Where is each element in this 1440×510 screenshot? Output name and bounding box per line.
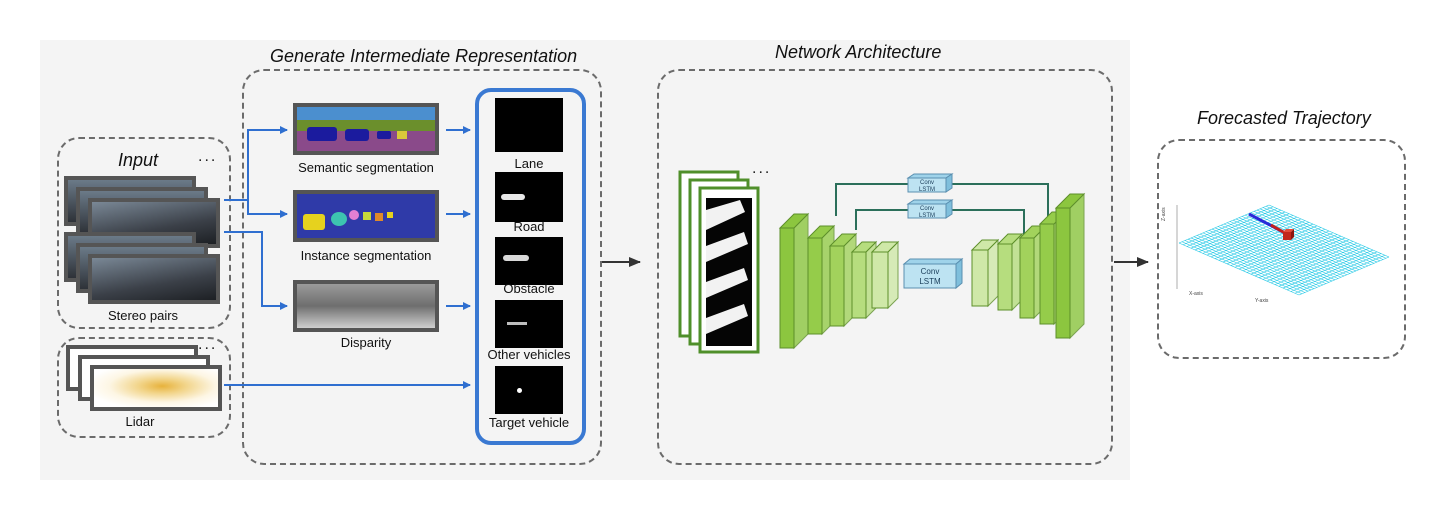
target-vehicle-label: Target vehicle bbox=[488, 415, 570, 430]
convlstm-top-line2: LSTM bbox=[919, 187, 935, 193]
channel-stack bbox=[475, 88, 586, 445]
obstacle-label: Obstacle bbox=[503, 281, 555, 296]
input-ellipsis: ... bbox=[198, 148, 218, 165]
instance-segmentation-image bbox=[293, 190, 439, 242]
skip-mid-right bbox=[948, 209, 1025, 236]
convlstm-mid-line2: LSTM bbox=[919, 213, 935, 219]
lidar-label: Lidar bbox=[125, 414, 155, 429]
other-vehicles-thumb bbox=[495, 300, 563, 348]
lidar-image-3 bbox=[90, 365, 222, 411]
plot-axes: Z-axis X-axis Y-axis bbox=[1161, 205, 1269, 304]
forecast-group bbox=[1157, 139, 1406, 359]
convlstm-mid: Conv LSTM bbox=[906, 199, 954, 219]
input-title: Input bbox=[118, 150, 159, 170]
semantic-segmentation-label: Semantic segmentation bbox=[298, 160, 434, 175]
lidar-group bbox=[57, 337, 231, 438]
network-layer-10 bbox=[1054, 192, 1086, 340]
lidar-ellipsis: ... bbox=[198, 336, 218, 353]
input-frame-stack bbox=[678, 170, 760, 354]
z-axis-label: Z-axis bbox=[1161, 207, 1167, 221]
skip-top-left bbox=[835, 183, 908, 216]
target-vehicle-thumb bbox=[495, 366, 563, 414]
intermediate-group bbox=[242, 69, 602, 465]
disparity-label: Disparity bbox=[340, 335, 392, 350]
stereo-image-2c bbox=[88, 254, 220, 304]
convlstm-center-line1: Conv bbox=[921, 267, 940, 276]
convlstm-center: Conv LSTM bbox=[902, 257, 964, 290]
network-layer-6 bbox=[970, 238, 1000, 308]
other-vehicles-label: Other vehicles bbox=[487, 347, 571, 362]
skip-top-right bbox=[948, 183, 1049, 228]
road-thumb bbox=[495, 172, 563, 222]
skip-connections bbox=[835, 183, 1049, 236]
convlstm-center-line2: LSTM bbox=[919, 277, 941, 286]
trajectory-plot: Z-axis X-axis Y-axis bbox=[1161, 204, 1390, 304]
convlstm-top-line1: Conv bbox=[920, 180, 934, 186]
x-axis-label: X-axis bbox=[1189, 291, 1203, 297]
y-axis-label: Y-axis bbox=[1255, 298, 1269, 304]
convlstm-mid-line1: Conv bbox=[920, 206, 934, 212]
network-ellipsis: ... bbox=[752, 160, 772, 177]
intermediate-title: Generate Intermediate Representation bbox=[270, 46, 578, 66]
road-label: Road bbox=[513, 219, 545, 234]
trajectory-forecast bbox=[1270, 223, 1286, 235]
arrow-to-instance bbox=[247, 200, 288, 218]
input-arrows bbox=[224, 126, 471, 389]
instance-segmentation-label: Instance segmentation bbox=[300, 248, 432, 263]
arrow-to-semantic bbox=[224, 126, 288, 201]
network-layer-5 bbox=[870, 240, 900, 310]
skip-mid-left bbox=[855, 209, 908, 230]
lane-label: Lane bbox=[514, 156, 544, 171]
arrow-to-disparity bbox=[224, 231, 288, 310]
obstacle-thumb bbox=[495, 237, 563, 285]
plot-grid bbox=[1178, 204, 1390, 296]
convlstm-top: Conv LSTM bbox=[906, 173, 954, 193]
disparity-image bbox=[293, 280, 439, 332]
stereo-pairs-label: Stereo pairs bbox=[107, 308, 179, 323]
network-group bbox=[657, 69, 1113, 465]
target-vehicle-box bbox=[1283, 229, 1294, 240]
lane-thumb bbox=[495, 98, 563, 152]
network-layers bbox=[778, 192, 1086, 350]
network-layer-7 bbox=[996, 232, 1024, 312]
semantic-segmentation-image bbox=[293, 103, 439, 155]
network-title: Network Architecture bbox=[775, 42, 942, 62]
forecast-title: Forecasted Trajectory bbox=[1197, 108, 1371, 128]
network-layer-1 bbox=[778, 212, 810, 350]
frame-content-stripes bbox=[706, 200, 748, 334]
